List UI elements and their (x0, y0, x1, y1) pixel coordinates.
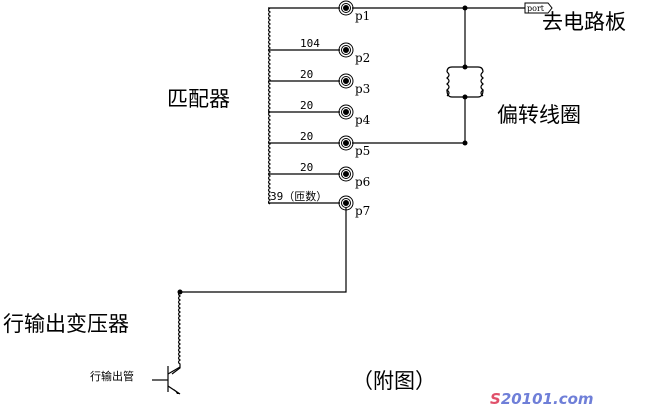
pin-label-p3: p3 (355, 82, 370, 96)
terminal-p5 (338, 135, 354, 151)
pin-label-p7: p7 (355, 204, 370, 218)
wire-p7-to-transformer (180, 208, 347, 293)
terminal-p7 (338, 195, 354, 211)
turns-label-p5: 20 (300, 130, 313, 143)
pin-label-p4: p4 (355, 113, 371, 127)
matcher-coil (267, 7, 272, 205)
terminal-p3 (338, 73, 354, 89)
emitter-arrow (174, 389, 180, 394)
pin-label-p1: p1 (355, 9, 370, 23)
watermark-logo: S20101.com (490, 390, 594, 408)
turns-label-p3: 20 (300, 68, 313, 81)
watermark-prefix: S (490, 390, 501, 408)
junction-dot (462, 64, 468, 70)
junction-dot (462, 5, 468, 11)
turns-label-p6: 20 (300, 161, 313, 174)
transistor-symbol (152, 366, 181, 395)
watermark-rest: 20101.com (501, 390, 594, 408)
deflection-coil-symbol (446, 66, 484, 98)
port-tag: port (524, 2, 553, 14)
terminal-p2 (338, 42, 354, 58)
pin-label-p2: p2 (355, 51, 370, 65)
output-transistor-label: 行输出管 (90, 369, 134, 383)
flyback-coil (171, 291, 182, 375)
terminal-p1 (338, 0, 354, 16)
terminal-p6 (338, 166, 354, 182)
flyback-transformer-label: 行输出变压器 (3, 312, 129, 336)
junction-dot (462, 94, 468, 100)
pin-label-p5: p5 (355, 144, 370, 158)
turns-label-p4: 20 (300, 99, 313, 112)
port-tag-label: port (527, 4, 545, 13)
to-circuit-board-label: 去电路板 (542, 10, 626, 34)
turns-label-p7: 39（匝数） (270, 190, 327, 203)
pin-label-p6: p6 (355, 175, 370, 189)
deflection-coil-label: 偏转线圈 (497, 103, 581, 127)
figure-caption: （附图） (352, 369, 436, 393)
turns-label-p2: 104 (300, 37, 320, 50)
matcher-label: 匹配器 (167, 87, 230, 111)
terminal-p4 (338, 104, 354, 120)
junction-dot (177, 289, 183, 295)
junction-dot (462, 140, 468, 146)
